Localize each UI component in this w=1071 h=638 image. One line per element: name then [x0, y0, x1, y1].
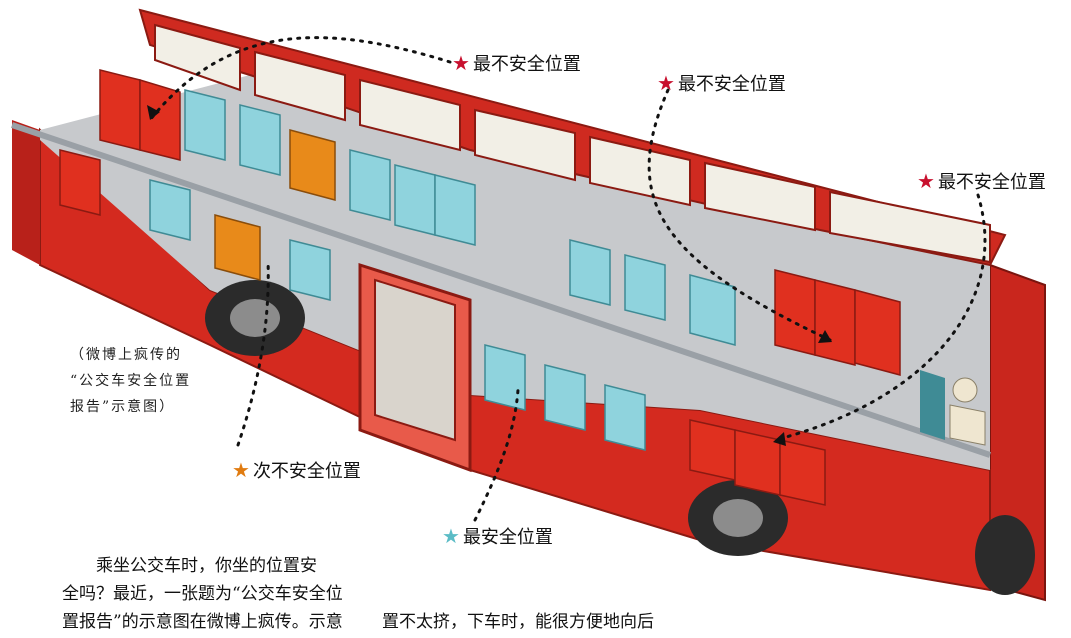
- article-line: 乘坐公交车时，你坐的位置安: [62, 556, 317, 576]
- blue-star-icon: ★: [442, 524, 460, 548]
- far-windows: [154, 23, 991, 264]
- label-second-unsafe: ★ 次不安全位置: [232, 457, 361, 483]
- red-star-icon: ★: [657, 71, 675, 95]
- blue-seats-middle: [484, 239, 736, 451]
- red-star-icon: ★: [917, 169, 935, 193]
- front-right-wheel: [975, 515, 1035, 595]
- label-unsafe-middle: ★ 最不安全位置: [657, 70, 786, 96]
- caption-line: （微博上疯传的: [70, 347, 182, 363]
- label-unsafe-rear: ★ 最不安全位置: [452, 50, 581, 76]
- orange-seats: [214, 129, 336, 281]
- article-line: 置不太挤，下车时，能很方便地向后: [382, 612, 654, 632]
- arrow-heads: [147, 105, 832, 446]
- dashed-arrows: [148, 36, 987, 522]
- label-unsafe-front: ★ 最不安全位置: [917, 168, 1046, 194]
- article-column-2: 置不太挤，下车时，能很方便地向后: [382, 608, 682, 636]
- front-wheel: [688, 480, 788, 556]
- image-caption: （微博上疯传的 “公交车安全位置 报告”示意图）: [70, 342, 205, 420]
- bus-rear-end: [12, 120, 40, 265]
- rear-wheel: [205, 280, 305, 356]
- driver-figure: [920, 370, 986, 446]
- article-line: 全吗？最近，一张题为“公交车安全位: [62, 584, 343, 604]
- label-safest: ★ 最安全位置: [442, 523, 553, 549]
- label-unsafe-rear-text: 最不安全位置: [472, 54, 581, 75]
- red-star-icon: ★: [452, 51, 470, 75]
- roof-rail: [11, 122, 991, 458]
- rear-red-seats: [59, 69, 181, 216]
- label-unsafe-middle-text: 最不安全位置: [677, 74, 786, 95]
- orange-star-icon: ★: [232, 458, 250, 482]
- caption-line: 报告”示意图）: [70, 399, 176, 415]
- label-safest-text: 最安全位置: [462, 527, 553, 548]
- article-column-1: 乘坐公交车时，你坐的位置安 全吗？最近，一张题为“公交车安全位 置报告”的示意图…: [62, 552, 362, 636]
- label-second-unsafe-text: 次不安全位置: [252, 461, 361, 482]
- article-line: 置报告”的示意图在微博上疯传。示意: [62, 612, 343, 632]
- front-red-seats: [689, 269, 901, 506]
- blue-seats-rear: [149, 89, 476, 301]
- door-glass: [374, 278, 456, 442]
- caption-line: “公交车安全位置: [70, 373, 192, 389]
- label-unsafe-front-text: 最不安全位置: [937, 172, 1046, 193]
